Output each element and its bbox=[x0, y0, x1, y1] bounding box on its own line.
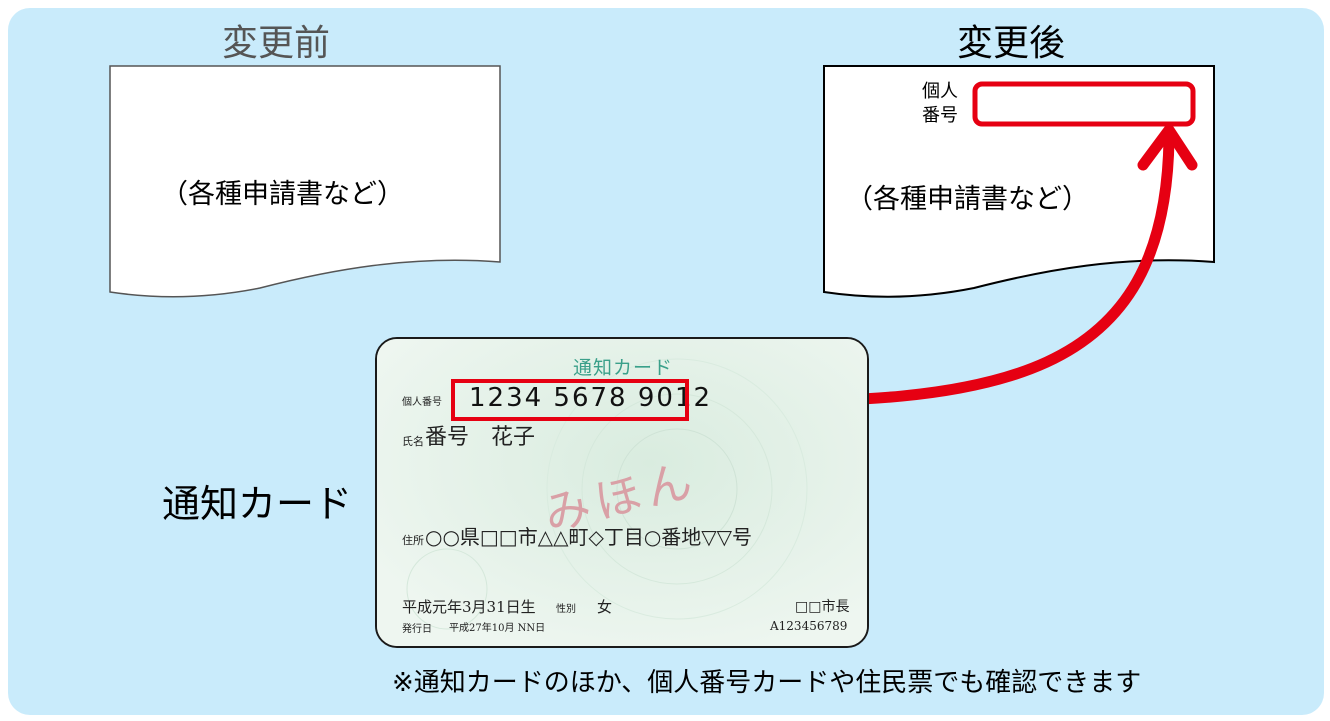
card-gender: 女 bbox=[597, 598, 613, 616]
card-birth-date: 平成元年3月31日生 bbox=[402, 598, 536, 616]
card-address-label: 住所 bbox=[402, 534, 424, 547]
document-before-text: （各種申請書など） bbox=[161, 179, 404, 210]
card-pattern bbox=[377, 339, 867, 646]
document-before-shape bbox=[109, 65, 501, 298]
arrow-head-icon bbox=[1137, 124, 1198, 171]
card-title: 通知カード bbox=[573, 357, 674, 379]
card-number-label: 個人番号 bbox=[402, 397, 442, 408]
notification-card: 通知カード 個人番号 1234 5678 9012 氏名 番号 花子 みほん 住… bbox=[375, 337, 869, 648]
card-issue-date: 平成27年10月 NN日 bbox=[449, 623, 546, 634]
card-issuer: □□市長 bbox=[795, 599, 850, 615]
before-heading: 変更前 bbox=[222, 23, 331, 64]
card-gender-label: 性別 bbox=[556, 604, 576, 615]
card-caption: 通知カード bbox=[162, 482, 353, 526]
card-issue-label: 発行日 bbox=[402, 624, 432, 635]
personal-number-field bbox=[972, 81, 1196, 127]
card-personal-number: 1234 5678 9012 bbox=[469, 383, 713, 413]
card-serial: A123456789 bbox=[770, 619, 848, 633]
card-name: 番号 花子 bbox=[425, 425, 536, 450]
personal-number-field-label: 個人 番号 bbox=[922, 80, 958, 128]
document-after-text: （各種申請書など） bbox=[846, 184, 1089, 215]
field-label-line2: 番号 bbox=[922, 105, 958, 126]
field-label-line1: 個人 bbox=[922, 81, 958, 102]
footnote: ※通知カードのほか、個人番号カードや住民票でも確認できます bbox=[392, 668, 1142, 698]
card-name-label: 氏名 bbox=[402, 435, 424, 448]
card-address: ○○県□□市△△町◇丁目○番地▽▽号 bbox=[425, 525, 753, 549]
after-heading: 変更後 bbox=[957, 23, 1066, 64]
personal-number-highlight bbox=[451, 379, 689, 421]
